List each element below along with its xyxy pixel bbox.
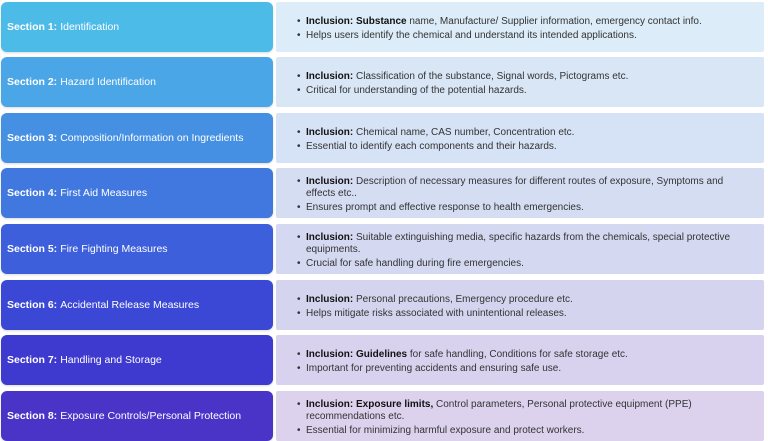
section-title: Identification xyxy=(60,21,120,33)
section-details-panel: Inclusion: Guidelines for safe handling,… xyxy=(276,335,764,385)
section-row: Section 2: Hazard Identification Inclusi… xyxy=(0,57,768,107)
section-number: Section 1: xyxy=(7,21,58,33)
section-details-panel: Inclusion: Chemical name, CAS number, Co… xyxy=(276,113,764,163)
section-details-panel: Inclusion: Exposure limits, Control para… xyxy=(276,391,764,441)
section-details-panel: Inclusion: Classification of the substan… xyxy=(276,57,764,107)
section-title: Fire Fighting Measures xyxy=(60,243,168,255)
purpose-bullet: Crucial for safe handling during fire em… xyxy=(297,258,754,270)
inclusion-bullet: Inclusion: Substance name, Manufacture/ … xyxy=(297,16,754,28)
inclusion-bullet: Inclusion: Description of necessary meas… xyxy=(297,176,754,200)
section-label-box: Section 1: Identification xyxy=(1,2,273,52)
section-title: Handling and Storage xyxy=(60,354,162,366)
purpose-text: Crucial for safe handling during fire em… xyxy=(306,258,524,269)
inclusion-text: Chemical name, CAS number, Concentration… xyxy=(356,127,575,138)
section-row: Section 3: Composition/Information on In… xyxy=(0,113,768,163)
section-number: Section 4: xyxy=(7,187,58,199)
purpose-text: Helps users identify the chemical and un… xyxy=(306,30,637,41)
section-label-box: Section 2: Hazard Identification xyxy=(1,57,273,107)
inclusion-label: Inclusion: xyxy=(306,399,356,410)
section-number: Section 3: xyxy=(7,132,58,144)
section-label-box: Section 3: Composition/Information on In… xyxy=(1,113,273,163)
inclusion-bullet: Inclusion: Personal precautions, Emergen… xyxy=(297,294,754,306)
purpose-text: Important for preventing accidents and e… xyxy=(306,363,562,374)
section-label-box: Section 8: Exposure Controls/Personal Pr… xyxy=(1,391,273,441)
inclusion-label: Inclusion: xyxy=(306,349,356,360)
inclusion-label: Inclusion: xyxy=(306,294,356,305)
section-row: Section 7: Handling and Storage Inclusio… xyxy=(0,335,768,385)
section-label-box: Section 6: Accidental Release Measures xyxy=(1,280,273,330)
purpose-bullet: Helps mitigate risks associated with uni… xyxy=(297,308,754,320)
purpose-text: Helps mitigate risks associated with uni… xyxy=(306,308,567,319)
inclusion-label: Inclusion: xyxy=(306,127,356,138)
section-row: Section 8: Exposure Controls/Personal Pr… xyxy=(0,391,768,441)
inclusion-highlight: Substance xyxy=(356,16,407,27)
inclusion-text: name, Manufacture/ Supplier information,… xyxy=(406,16,702,27)
section-number: Section 7: xyxy=(7,354,58,366)
section-title: Composition/Information on Ingredients xyxy=(60,132,244,144)
section-number: Section 5: xyxy=(7,243,58,255)
section-details-panel: Inclusion: Substance name, Manufacture/ … xyxy=(276,2,764,52)
section-title: Exposure Controls/Personal Protection xyxy=(60,410,242,422)
inclusion-text: Control parameters, Personal protective … xyxy=(306,399,692,422)
inclusion-highlight: Guidelines xyxy=(356,349,408,360)
purpose-text: Essential for minimizing harmful exposur… xyxy=(306,425,585,436)
section-label-box: Section 7: Handling and Storage xyxy=(1,335,273,385)
inclusion-label: Inclusion: xyxy=(306,232,356,243)
section-row: Section 5: Fire Fighting Measures Inclus… xyxy=(0,224,768,274)
purpose-text: Critical for understanding of the potent… xyxy=(306,85,527,96)
purpose-bullet: Helps users identify the chemical and un… xyxy=(297,30,754,42)
inclusion-text: Suitable extinguishing media, specific h… xyxy=(306,232,731,255)
section-title: Accidental Release Measures xyxy=(60,299,200,311)
purpose-bullet: Essential to identify each components an… xyxy=(297,141,754,153)
inclusion-label: Inclusion: xyxy=(306,71,356,82)
inclusion-bullet: Inclusion: Chemical name, CAS number, Co… xyxy=(297,127,754,139)
purpose-bullet: Important for preventing accidents and e… xyxy=(297,363,754,375)
inclusion-bullet: Inclusion: Classification of the substan… xyxy=(297,71,754,83)
purpose-text: Ensures prompt and effective response to… xyxy=(306,202,584,213)
inclusion-label: Inclusion: xyxy=(306,16,356,27)
purpose-bullet: Essential for minimizing harmful exposur… xyxy=(297,425,754,437)
section-details-panel: Inclusion: Description of necessary meas… xyxy=(276,168,764,218)
inclusion-text: Description of necessary measures for di… xyxy=(306,176,724,199)
section-label-box: Section 4: First Aid Measures xyxy=(1,168,273,218)
inclusion-highlight: Exposure limits, xyxy=(356,399,434,410)
purpose-bullet: Critical for understanding of the potent… xyxy=(297,85,754,97)
inclusion-bullet: Inclusion: Guidelines for safe handling,… xyxy=(297,349,754,361)
section-title: Hazard Identification xyxy=(60,76,156,88)
section-title: First Aid Measures xyxy=(60,187,148,199)
section-row: Section 4: First Aid Measures Inclusion:… xyxy=(0,168,768,218)
section-details-panel: Inclusion: Personal precautions, Emergen… xyxy=(276,280,764,330)
inclusion-text: Personal precautions, Emergency procedur… xyxy=(356,294,573,305)
inclusion-bullet: Inclusion: Exposure limits, Control para… xyxy=(297,399,754,423)
section-number: Section 6: xyxy=(7,299,58,311)
purpose-text: Essential to identify each components an… xyxy=(306,141,557,152)
section-details-panel: Inclusion: Suitable extinguishing media,… xyxy=(276,224,764,274)
section-row: Section 6: Accidental Release Measures I… xyxy=(0,280,768,330)
inclusion-bullet: Inclusion: Suitable extinguishing media,… xyxy=(297,232,754,256)
inclusion-label: Inclusion: xyxy=(306,176,356,187)
section-number: Section 8: xyxy=(7,410,58,422)
section-number: Section 2: xyxy=(7,76,58,88)
purpose-bullet: Ensures prompt and effective response to… xyxy=(297,202,754,214)
inclusion-text: for safe handling, Conditions for safe s… xyxy=(407,349,628,360)
section-row: Section 1: Identification Inclusion: Sub… xyxy=(0,2,768,52)
section-label-box: Section 5: Fire Fighting Measures xyxy=(1,224,273,274)
inclusion-text: Classification of the substance, Signal … xyxy=(356,71,629,82)
